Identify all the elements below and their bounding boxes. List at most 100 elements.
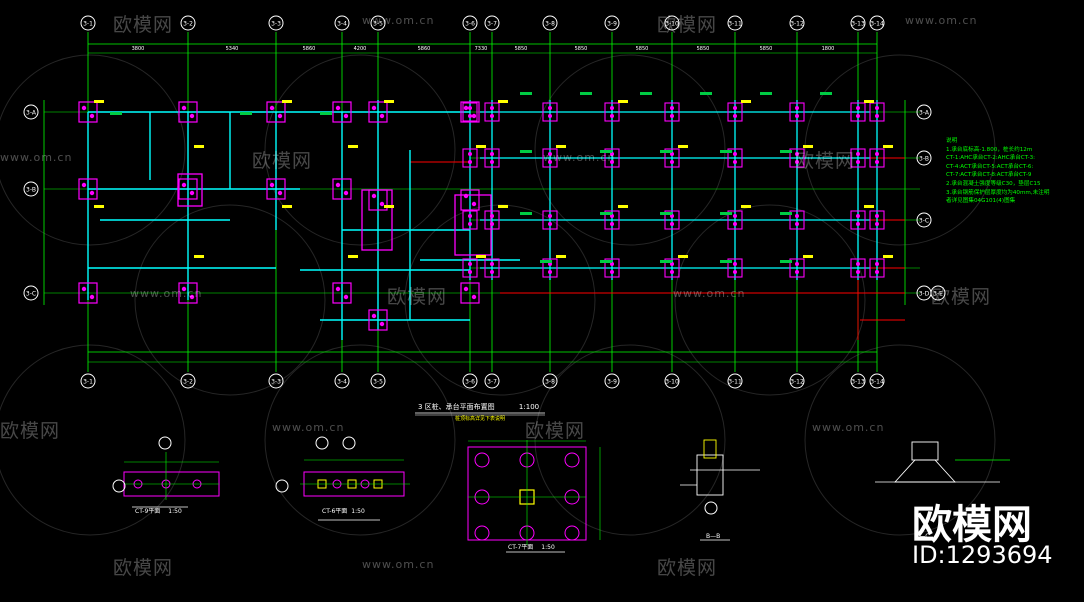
cap-label-mark xyxy=(780,150,792,153)
axis-bubble xyxy=(869,373,885,389)
row-label: 3-A xyxy=(26,110,37,117)
pile xyxy=(875,214,879,218)
pile xyxy=(468,106,472,110)
pile xyxy=(795,214,799,218)
ct7-pile xyxy=(564,452,580,468)
pile xyxy=(856,214,860,218)
pile-cap xyxy=(484,258,500,278)
cap-label-mark xyxy=(520,212,532,215)
watermark-circle xyxy=(804,344,996,536)
watermark-brand: 欧模网 xyxy=(113,557,174,579)
pile xyxy=(490,152,494,156)
cap-tag xyxy=(94,100,104,103)
axis-bubble xyxy=(664,15,680,31)
pile-cap xyxy=(727,210,743,230)
pile xyxy=(379,201,385,207)
pile-cap xyxy=(462,148,478,168)
axis-label: 3-12 xyxy=(790,21,804,28)
row-bubble xyxy=(23,285,39,301)
pile xyxy=(795,270,799,274)
pile xyxy=(548,160,552,164)
axis-bubble xyxy=(542,373,558,389)
pile-cap xyxy=(542,210,558,230)
cap-tag xyxy=(348,255,358,258)
pile xyxy=(269,182,275,188)
cap-tag xyxy=(556,255,566,258)
axis-bubble xyxy=(462,373,478,389)
cap-tag xyxy=(618,205,628,208)
watermark-brand: 欧模网 xyxy=(657,557,718,579)
pile xyxy=(490,270,494,274)
row-label: 3-C xyxy=(919,218,929,225)
cap-label-mark xyxy=(720,212,732,215)
pile-cap xyxy=(604,258,620,278)
axis-labels: 3-13-13-23-23-33-33-43-43-53-53-63-63-73… xyxy=(23,15,946,416)
pile xyxy=(875,152,879,156)
detail-cc-caption: C—C xyxy=(915,533,930,540)
axis-label: 3-3 xyxy=(271,379,281,386)
ct6-bubble xyxy=(315,436,329,450)
axis-label: 3-11 xyxy=(728,379,742,386)
watermark-url: www.om.cn xyxy=(0,151,73,164)
pile xyxy=(610,106,614,110)
pile-cap xyxy=(850,102,866,122)
pile xyxy=(468,222,472,226)
pile-cap xyxy=(484,102,500,122)
pile-cap xyxy=(332,178,352,200)
watermark-brand: 欧模网 xyxy=(657,14,718,36)
watermark-circle xyxy=(264,54,456,246)
pile xyxy=(468,270,472,274)
watermark-circle xyxy=(264,344,456,536)
axis-bubble xyxy=(604,15,620,31)
pile xyxy=(189,113,195,119)
axis-bubble xyxy=(664,373,680,389)
axis-label: 3-4 xyxy=(337,21,347,28)
axis-label: 3-14 xyxy=(870,21,884,28)
axis-label: 3-14 xyxy=(870,379,884,386)
cap-tag xyxy=(618,100,628,103)
pile xyxy=(468,152,472,156)
watermark-circle xyxy=(534,344,726,536)
pile-cap xyxy=(869,210,885,230)
pile-cap xyxy=(850,148,866,168)
watermark-circle xyxy=(0,54,186,246)
cap-tag xyxy=(803,145,813,148)
dimension-value: 7330 xyxy=(475,46,488,52)
pile xyxy=(89,294,95,300)
pile-cap xyxy=(789,258,805,278)
pile xyxy=(548,114,552,118)
watermark-brand: 欧模网 xyxy=(387,286,448,308)
cap-label-mark xyxy=(660,150,672,153)
cap-label-mark xyxy=(760,92,772,95)
ct7-pile xyxy=(474,452,490,468)
axis-bubble xyxy=(484,373,500,389)
pile xyxy=(468,214,472,218)
cap-label-mark xyxy=(820,92,832,95)
cap-label-mark xyxy=(600,212,612,215)
axis-label: 3-2 xyxy=(183,21,193,28)
row-bubble xyxy=(916,104,932,120)
ct7-pile xyxy=(474,525,490,541)
watermark-url: www.om.cn xyxy=(543,151,616,164)
ct6-bubble xyxy=(342,436,356,450)
watermark-brand: 欧模网 xyxy=(931,286,992,308)
pile-cap xyxy=(850,258,866,278)
pile xyxy=(335,286,341,292)
pile xyxy=(335,105,341,111)
watermark-url: www.om.cn xyxy=(673,287,746,300)
cc-column xyxy=(911,441,939,461)
notes-title: 说明 xyxy=(946,138,958,144)
dimension-value: 3800 xyxy=(132,46,145,52)
pile xyxy=(189,190,195,196)
bb-bubble xyxy=(704,501,718,515)
pile-cap xyxy=(604,210,620,230)
pile xyxy=(795,160,799,164)
dimension-value: 1800 xyxy=(822,46,835,52)
pile xyxy=(89,113,95,119)
axis-label: 3-12 xyxy=(790,379,804,386)
ct7-pile xyxy=(564,525,580,541)
pile xyxy=(471,201,477,207)
pile xyxy=(81,105,87,111)
pile-cap xyxy=(484,148,500,168)
